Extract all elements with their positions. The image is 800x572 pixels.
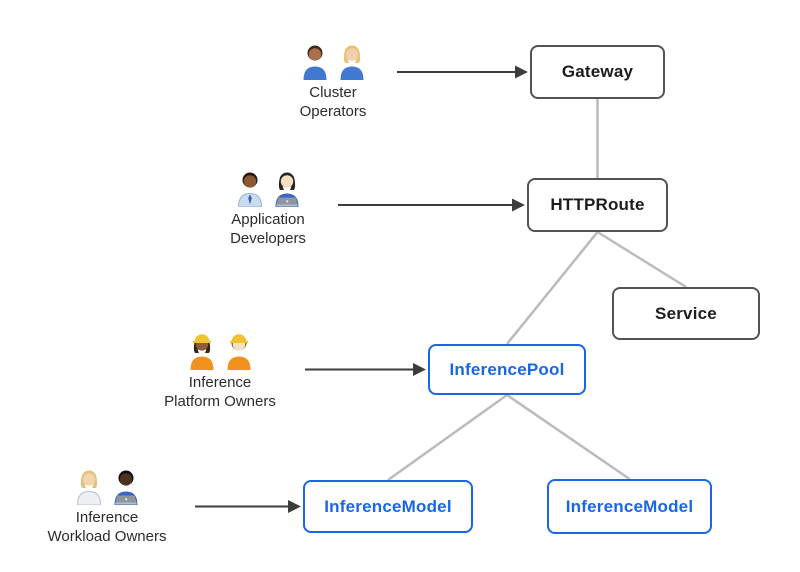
- node-gateway: Gateway: [530, 45, 665, 99]
- edge-inferencepool-to-inferencemodel-2: [506, 393, 631, 481]
- node-label: Gateway: [561, 62, 634, 81]
- person-icon: [237, 172, 262, 207]
- person-icon: [114, 470, 137, 505]
- node-label: InferenceModel: [324, 496, 452, 516]
- persona-label-line: Developers: [230, 230, 306, 247]
- inference-workload-owners-emoji-icon: [73, 467, 142, 505]
- node-label: HTTPRoute: [550, 195, 645, 214]
- persona-label-line: Workload Owners: [47, 528, 167, 545]
- cluster-operators-emoji-icon: [299, 42, 368, 80]
- persona-label-line: Inference: [75, 509, 139, 526]
- node-label: InferenceModel: [565, 496, 694, 516]
- persona-label-line: Operators: [299, 103, 367, 120]
- node-inferencemodel-2: InferenceModel: [547, 479, 712, 534]
- person-icon: [303, 45, 326, 80]
- node-httproute: HTTPRoute: [527, 178, 668, 232]
- person-icon: [227, 334, 250, 370]
- person-icon: [190, 334, 213, 370]
- persona-label-line: Cluster: [309, 84, 357, 101]
- persona-label-line: Platform Owners: [164, 393, 276, 410]
- edge-httproute-to-inferencepool: [506, 231, 599, 345]
- person-icon: [275, 172, 298, 207]
- node-inferencepool: InferencePool: [428, 344, 586, 395]
- persona-label-line: Application: [231, 211, 305, 228]
- person-icon: [340, 45, 363, 80]
- edge-inferencepool-to-inferencemodel-1: [387, 393, 508, 482]
- node-service: Service: [612, 287, 760, 340]
- inference-platform-owners-emoji-icon: [186, 332, 255, 370]
- person-icon: [76, 470, 101, 505]
- node-label: InferencePool: [449, 359, 565, 379]
- persona-label-line: Inference: [188, 374, 252, 391]
- node-inferencemodel-1: InferenceModel: [303, 480, 473, 533]
- application-developers-emoji-icon: [234, 169, 303, 207]
- edge-httproute-to-service: [596, 230, 687, 289]
- node-label: Service: [655, 303, 717, 323]
